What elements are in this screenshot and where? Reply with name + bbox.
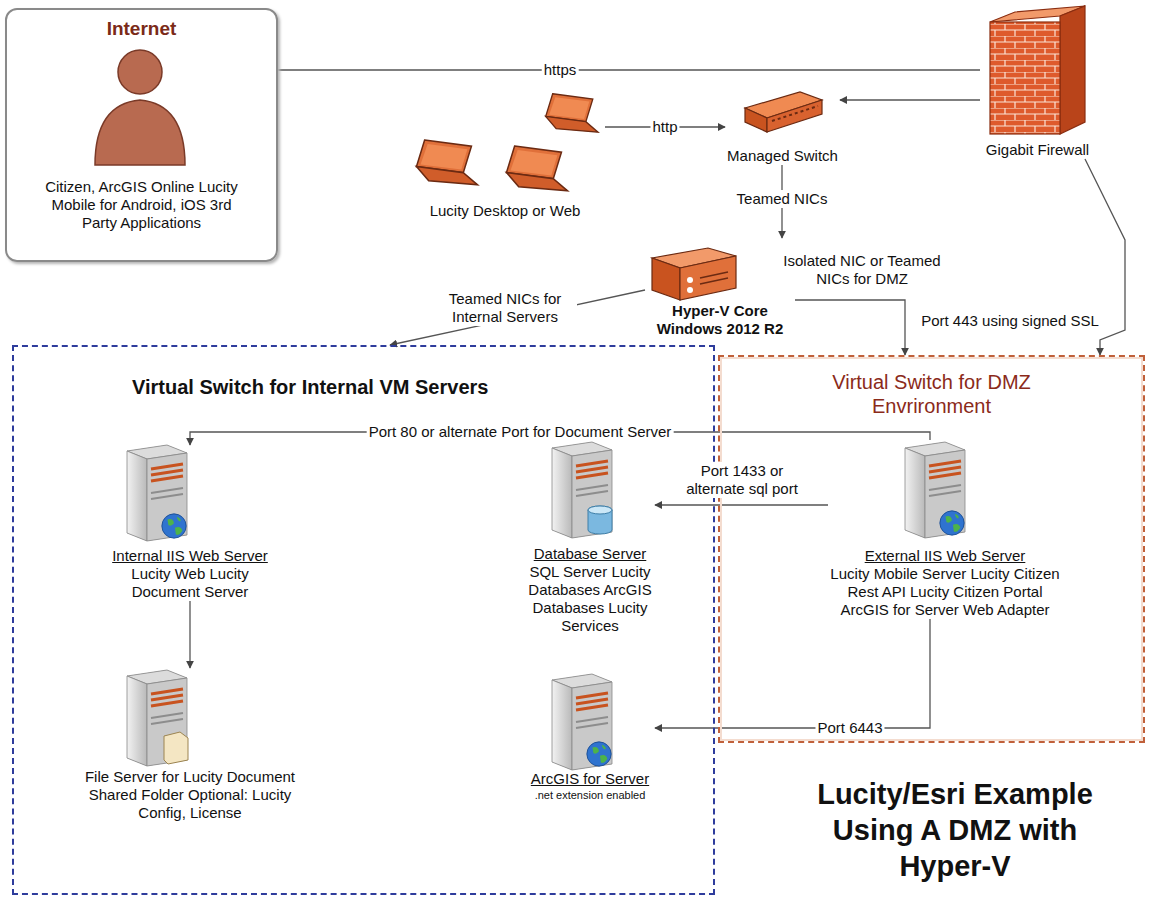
workstation-group: Lucity Desktop or Web (405, 85, 605, 220)
node-label: Lucity Desktop or Web (405, 202, 605, 220)
server-node: ArcGIS for Server.net extension enabled (525, 672, 655, 802)
node-detail: Citizen, ArcGIS Online Lucity Mobile for… (34, 178, 249, 232)
network-link (655, 504, 828, 505)
node-label: Virtual Switch for DMZ Envrironment (797, 370, 1067, 418)
link-label: http (650, 118, 679, 136)
link-label: Port 80 or alternate Port for Document S… (367, 423, 674, 441)
node-label: Gigabit Firewall (980, 141, 1095, 159)
node-detail: Lucity Mobile Server Lucity Citizen Rest… (828, 565, 1062, 619)
network-link (655, 619, 930, 728)
network-link (840, 99, 980, 100)
link-label: Teamed NICs (735, 190, 830, 208)
link-label: Port 6443 (815, 719, 884, 737)
link-label: Port 1433 or alternate sql port (678, 462, 807, 498)
node-label: File Server for Lucity Document Shared F… (70, 768, 310, 822)
network-link (390, 290, 645, 345)
link-label: Teamed NICs for Internal Servers (433, 290, 577, 326)
network-link (189, 601, 190, 668)
node-detail: SQL Server Lucity Databases ArcGIS Datab… (525, 563, 655, 635)
diagram-caption: Lucity/Esri Example Using A DMZ with Hyp… (800, 776, 1110, 884)
node-label: Hyper-V Core Windows 2012 R2 (645, 302, 795, 338)
node-label: Database Server (525, 545, 655, 563)
server-node: Database ServerSQL Server Lucity Databas… (525, 440, 655, 635)
node-label: Internal IIS Web Server (100, 547, 280, 565)
node-detail: .net extension enabled (525, 788, 655, 802)
link-label: Port 443 using signed SSL (919, 312, 1101, 330)
link-label: https (542, 61, 579, 79)
internet-box: InternetCitizen, ArcGIS Online Lucity Mo… (5, 8, 278, 262)
node-detail: Lucity Web Lucity Document Server (100, 565, 280, 601)
network-link (795, 300, 905, 355)
server-node: External IIS Web ServerLucity Mobile Ser… (828, 440, 1062, 619)
node-label: Virtual Switch for Internal VM Servers (132, 375, 713, 399)
network-link (278, 69, 980, 70)
node-label: Managed Switch (725, 147, 840, 165)
node-label: Internet (7, 18, 276, 40)
dmz-vswitch-region: Virtual Switch for DMZ EnvrironmentExter… (718, 355, 1145, 743)
managed-switch: Managed Switch (725, 85, 840, 165)
server-node: Internal IIS Web ServerLucity Web Lucity… (100, 445, 280, 601)
link-label: Isolated NIC or Teamed NICs for DMZ (773, 252, 952, 288)
server-node: File Server for Lucity Document Shared F… (70, 668, 310, 822)
node-label: ArcGIS for Server (525, 770, 655, 788)
firewall: Gigabit Firewall (980, 5, 1095, 159)
node-label: External IIS Web Server (828, 547, 1062, 565)
